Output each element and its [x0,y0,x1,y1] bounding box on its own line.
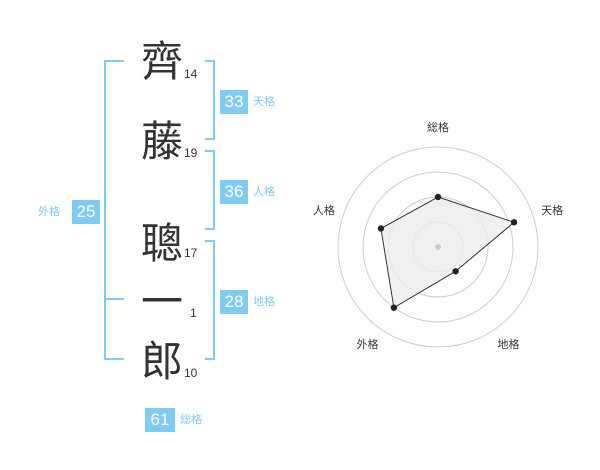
jinkaku-label: 人格 [253,185,275,198]
radar-point-4 [390,304,398,311]
radar-axis-label-2: 天格 [541,203,563,217]
radar-axis-label-5: 人格 [313,203,335,217]
jinkaku-bracket [205,150,215,230]
radar-center-marker [435,244,441,250]
gaikaku-value: 25 [72,200,100,224]
tenkaku-label: 天格 [253,95,275,108]
radar-point-3 [452,268,459,275]
tenkaku-value: 33 [220,90,248,114]
name-char-3: 聰 [140,219,183,268]
stroke-count-1: 14 [184,67,198,81]
name-char-1: 齊 [140,37,183,86]
jinkaku-value: 36 [220,180,248,204]
name-char-5: 郎 [140,337,183,386]
gaikaku-bracket [104,60,124,360]
stroke-count-3: 17 [184,246,198,260]
gaikaku-bracket-tick [104,298,124,300]
stroke-count-4: 1 [190,306,197,320]
radar-ring-4 [337,146,539,348]
stroke-count-5: 10 [184,366,198,380]
tenkaku-bracket [205,60,215,140]
name-char-2: 藤 [140,117,183,166]
radar-ring-3 [362,171,514,323]
chikaku-label: 地格 [253,295,275,308]
radar-axis-label-4: 外格 [356,337,378,351]
soukaku-label: 総格 [180,413,202,426]
radar-polygon [380,196,516,309]
name-char-4: 一 [140,277,183,326]
stroke-count-2: 19 [184,146,198,160]
radar-point-5 [377,225,385,232]
gaikaku-label: 外格 [38,205,60,218]
radar-point-1 [434,193,442,201]
radar-axis-label-1: 総格 [427,120,449,134]
radar-axis-label-3: 地格 [498,337,520,351]
soukaku-value: 61 [145,408,175,432]
chikaku-value: 28 [220,290,248,314]
radar-point-2 [510,219,518,226]
chikaku-bracket [205,240,215,360]
